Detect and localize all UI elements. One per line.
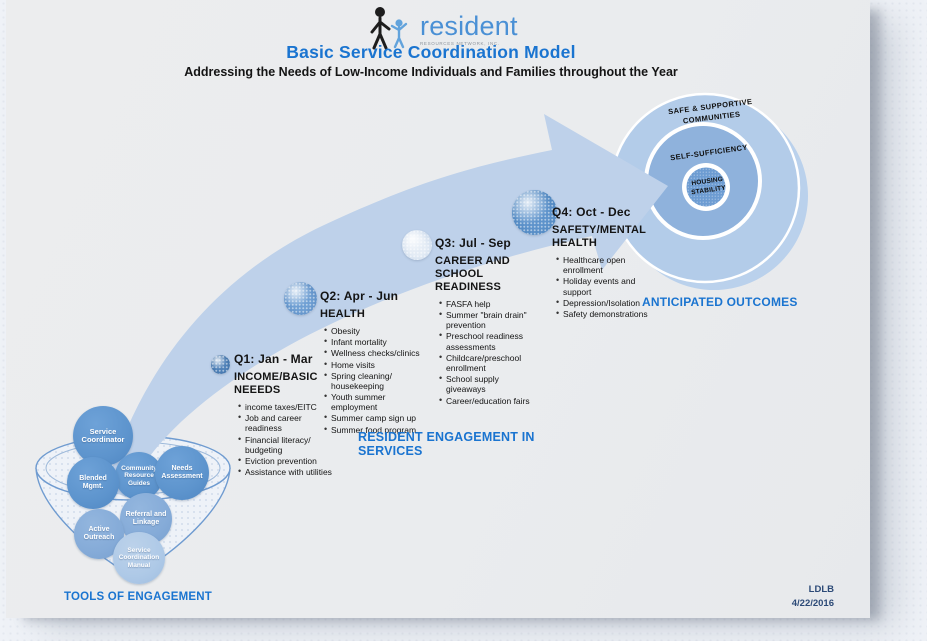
bullet-item: Obesity xyxy=(324,325,430,336)
bullet-item: Summer camp sign up xyxy=(324,412,430,423)
bullet-item: Home visits xyxy=(324,359,430,370)
bubble-service-coordination-manual: Service Coordination Manual xyxy=(113,532,165,584)
q3-marker-sphere xyxy=(402,230,432,260)
bullet-item: Youth summer employment xyxy=(324,391,430,412)
bullet-item: Healthcare open enrollment xyxy=(556,254,664,275)
q3-list: FASFA helpSummer "brain drain" preventio… xyxy=(435,298,540,406)
bullet-item: Wellness checks/clinics xyxy=(324,347,430,358)
q1-category: INCOME/BASIC NEEEDS xyxy=(234,371,318,396)
q1-list: income taxes/EITCJob and career readines… xyxy=(234,401,334,477)
q2-marker-sphere xyxy=(284,282,317,315)
bullet-item: Assistance with utilities xyxy=(238,466,334,477)
bullet-item: Infant mortality xyxy=(324,336,430,347)
bullet-item: Holiday events and support xyxy=(556,275,664,296)
bullet-item: Depression/Isolation xyxy=(556,297,664,308)
bullet-item: Summer "brain drain" prevention xyxy=(439,309,540,330)
q1-marker-sphere xyxy=(211,355,230,374)
outcome-rings-graphic xyxy=(609,92,808,290)
bullet-item: Career/education fairs xyxy=(439,395,540,406)
q1-period: Q1: Jan - Mar xyxy=(234,352,313,366)
bullet-item: School supply giveaways xyxy=(439,373,540,394)
bullet-item: Spring cleaning/ housekeeping xyxy=(324,370,430,391)
bubble-blended-mgmt: Blended Mgmt. xyxy=(67,457,119,509)
bullet-item: Eviction prevention xyxy=(238,455,334,466)
bullet-item: Childcare/preschool enrollment xyxy=(439,352,540,373)
page-title: Basic Service Coordination Model xyxy=(286,42,576,62)
resident-engagement-label: RESIDENT ENGAGEMENT IN SERVICES xyxy=(358,430,535,458)
brand-tagline: RESOURCES NETWORK, INC. xyxy=(420,42,500,47)
bullet-item: Job and career readiness xyxy=(238,412,334,433)
page-subtitle: Addressing the Needs of Low-Income Indiv… xyxy=(184,65,678,79)
q4-marker-sphere xyxy=(512,190,557,235)
q4-list: Healthcare open enrollmentHoliday events… xyxy=(552,254,664,319)
footer-initials: LDLB xyxy=(808,584,834,595)
q4-period: Q4: Oct - Dec xyxy=(552,205,631,219)
q2-category: HEALTH xyxy=(320,308,365,320)
logo-people-icon xyxy=(370,7,408,50)
tools-of-engagement-label: TOOLS OF ENGAGEMENT xyxy=(64,591,212,603)
quarter-block-q2: Q2: Apr - Jun HEALTH ObesityInfant morta… xyxy=(320,289,430,436)
bullet-item: Safety demonstrations xyxy=(556,308,664,319)
brand-name: resident xyxy=(420,11,518,41)
footer: LDLB 4/22/2016 xyxy=(792,583,834,611)
q3-period: Q3: Jul - Sep xyxy=(435,236,511,250)
q3-category: CAREER AND SCHOOL READINESS xyxy=(435,255,510,293)
q2-list: ObesityInfant mortalityWellness checks/c… xyxy=(320,325,430,435)
anticipated-outcomes-label: ANTICIPATED OUTCOMES xyxy=(642,295,798,309)
bubble-needs-assessment: Needs Assessment xyxy=(155,446,209,500)
quarter-block-q1: Q1: Jan - Mar INCOME/BASIC NEEEDS income… xyxy=(234,352,334,478)
bullet-item: FASFA help xyxy=(439,298,540,309)
bullet-item: Summer food program xyxy=(324,424,430,435)
quarter-block-q4: Q4: Oct - Dec SAFETY/MENTAL HEALTH Healt… xyxy=(552,205,664,320)
poster-page: resident RESOURCES NETWORK, INC. Basic S… xyxy=(6,0,870,618)
logo: resident RESOURCES NETWORK, INC. xyxy=(366,5,526,51)
bullet-item: Preschool readiness assessments xyxy=(439,330,540,351)
quarter-block-q3: Q3: Jul - Sep CAREER AND SCHOOL READINES… xyxy=(435,236,540,407)
bubble-service-coordinator: Service Coordinator xyxy=(73,406,133,466)
q2-period: Q2: Apr - Jun xyxy=(320,289,399,303)
q4-category: SAFETY/MENTAL HEALTH xyxy=(552,224,646,249)
bullet-item: Financial literacy/ budgeting xyxy=(238,433,334,455)
footer-date: 4/22/2016 xyxy=(791,597,834,609)
bullet-item: income taxes/EITC xyxy=(238,401,334,412)
